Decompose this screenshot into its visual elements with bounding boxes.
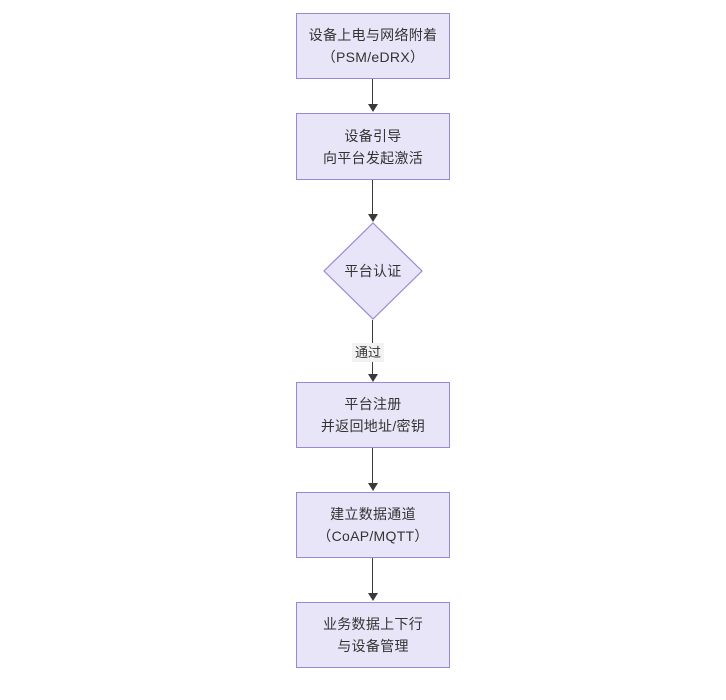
diamond-shape-icon xyxy=(323,222,423,320)
flow-node-bootstrap[interactable]: 设备引导 向平台发起激活 xyxy=(296,113,450,180)
flow-node-power-on-line-1: 设备上电与网络附着 xyxy=(308,27,438,43)
flow-node-data-channel[interactable]: 建立数据通道 （CoAP/MQTT） xyxy=(296,492,450,558)
flow-node-platform-auth[interactable]: 平台认证 xyxy=(323,222,423,320)
flow-node-data-channel-line-2: （CoAP/MQTT） xyxy=(317,528,429,544)
flow-arrowhead-data-channel xyxy=(368,483,378,491)
flow-node-service-data[interactable]: 业务数据上下行 与设备管理 xyxy=(296,602,450,668)
flow-node-platform-register[interactable]: 平台注册 并返回地址/密钥 xyxy=(296,382,450,448)
flow-node-platform-auth-label: 平台认证 xyxy=(344,263,402,279)
flow-node-service-data-line-1: 业务数据上下行 xyxy=(322,616,424,632)
flow-node-platform-register-line-1: 平台注册 xyxy=(344,396,402,412)
flow-arrowhead-bootstrap xyxy=(368,104,378,112)
flow-node-power-on[interactable]: 设备上电与网络附着 （PSM/eDRX） xyxy=(296,13,450,79)
flow-node-platform-register-line-2: 并返回地址/密钥 xyxy=(320,418,426,434)
flow-edge-data-channel-to-service-data xyxy=(372,558,373,594)
flow-edge-register-to-data-channel xyxy=(372,448,373,484)
flow-node-power-on-line-2: （PSM/eDRX） xyxy=(321,49,425,65)
flow-arrowhead-platform-auth xyxy=(368,214,378,222)
flow-node-bootstrap-line-2: 向平台发起激活 xyxy=(322,149,424,166)
flow-node-data-channel-line-1: 建立数据通道 xyxy=(330,506,416,522)
flow-edge-power-on-to-bootstrap xyxy=(372,79,373,106)
flow-node-bootstrap-line-1: 设备引导 xyxy=(344,127,402,144)
flow-edge-bootstrap-to-platform-auth xyxy=(372,180,373,216)
flow-arrowhead-service-data xyxy=(368,593,378,601)
flow-arrowhead-platform-register xyxy=(368,374,378,382)
flow-edge-label-pass: 通过 xyxy=(352,343,385,362)
flow-node-service-data-line-2: 与设备管理 xyxy=(337,638,409,654)
